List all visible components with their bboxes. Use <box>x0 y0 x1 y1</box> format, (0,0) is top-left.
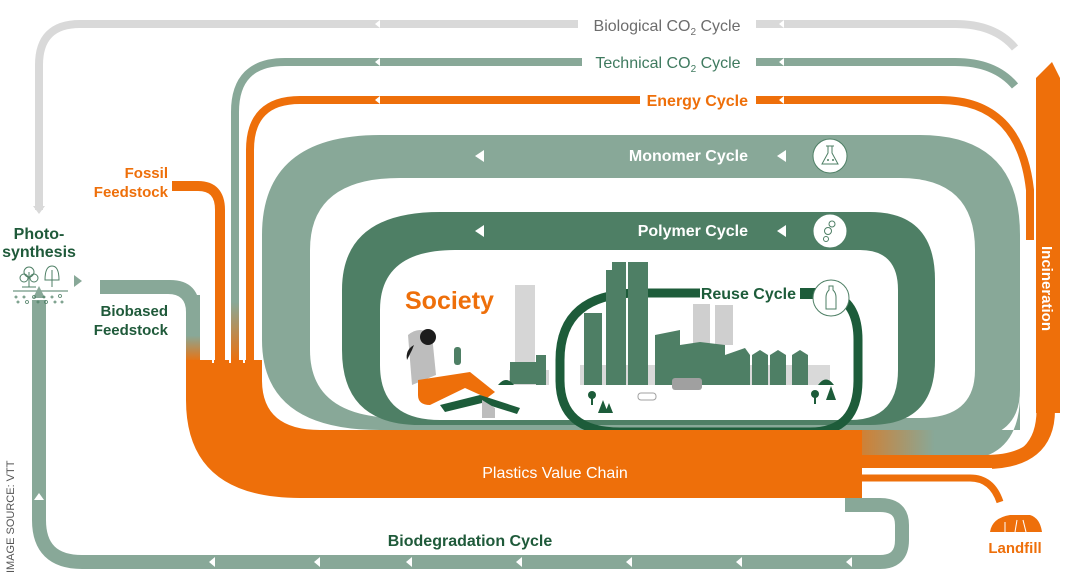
car-icon <box>637 392 657 401</box>
plant-icon <box>19 266 39 288</box>
gap <box>212 255 214 363</box>
city-skyline <box>498 262 834 390</box>
arrow-left-icon <box>779 96 784 104</box>
arrow-left-icon <box>375 96 380 104</box>
arrow-left-icon <box>209 557 215 567</box>
arrow-left-icon <box>777 225 786 237</box>
arrow-left-icon <box>406 557 412 567</box>
fossil-feedstock-label-line1: Fossil <box>125 165 168 182</box>
energy-cycle <box>246 96 1034 362</box>
arrow-up-icon <box>34 493 44 500</box>
photosynthesis-label-line1: Photo- <box>14 226 65 243</box>
arrow-left-icon <box>314 557 320 567</box>
landfill-label: Landfill <box>988 540 1041 557</box>
image-credit: IMAGE SOURCE: VTT <box>5 460 17 573</box>
fossil-feedstock-flow <box>172 181 225 370</box>
technical-co2-cycle-label: Technical CO2 Cycle <box>595 55 740 75</box>
landfill-flow <box>862 474 1004 504</box>
arrow-left-icon <box>779 58 784 66</box>
arrow-left-icon <box>475 225 484 237</box>
arrow-left-icon <box>736 557 742 567</box>
bottle-recycle-icon <box>812 279 850 317</box>
arrow-left-icon <box>626 557 632 567</box>
incineration-label: Incineration <box>1038 246 1055 331</box>
biobased-feedstock-label-line2: Feedstock <box>94 322 169 339</box>
arrow-left-icon <box>846 557 852 567</box>
technical-co2-cycle <box>231 58 1019 362</box>
arrow-right-icon <box>74 275 82 287</box>
trees-icon <box>588 386 836 413</box>
person-illustration <box>406 329 520 418</box>
arrow-left-icon <box>777 150 786 162</box>
society-label: Society <box>405 287 494 315</box>
plastics-value-chain-flow <box>186 360 862 498</box>
arrow-left-icon <box>475 150 484 162</box>
arrow-left-icon <box>516 557 522 567</box>
polymer-cycle-label: Polymer Cycle <box>638 223 748 240</box>
monomer-cycle-label: Monomer Cycle <box>629 148 748 165</box>
biobased-feedstock-label-line1: Biobased <box>100 303 168 320</box>
tree-icon <box>44 265 60 287</box>
gap <box>243 100 245 363</box>
reuse-cycle-label: Reuse Cycle <box>701 286 796 303</box>
arrow-left-icon <box>375 20 380 28</box>
plastics-value-chain-label: Plastics Value Chain <box>482 465 628 482</box>
gap <box>229 100 231 363</box>
gears-recycle-icon <box>812 213 848 249</box>
energy-cycle-label: Energy Cycle <box>647 93 748 110</box>
photosynthesis-label-line2: synthesis <box>2 244 76 261</box>
arrow-left-icon <box>375 58 380 66</box>
incineration-flow <box>862 62 1060 469</box>
landfill-icon <box>990 515 1042 533</box>
biodegradation-cycle-label: Biodegradation Cycle <box>388 533 553 550</box>
biological-co2-cycle <box>33 20 1019 214</box>
soil-dots-icon <box>14 294 64 304</box>
merge-gradient <box>830 398 1020 460</box>
photosynthesis-icon <box>13 265 68 304</box>
flask-recycle-icon <box>812 138 848 174</box>
arrow-left-icon <box>779 20 784 28</box>
gap <box>862 468 992 471</box>
biological-co2-cycle-label: Biological CO2 Cycle <box>594 18 741 38</box>
biodegradation-cycle <box>32 286 909 569</box>
fossil-feedstock-label-line2: Feedstock <box>94 184 169 201</box>
